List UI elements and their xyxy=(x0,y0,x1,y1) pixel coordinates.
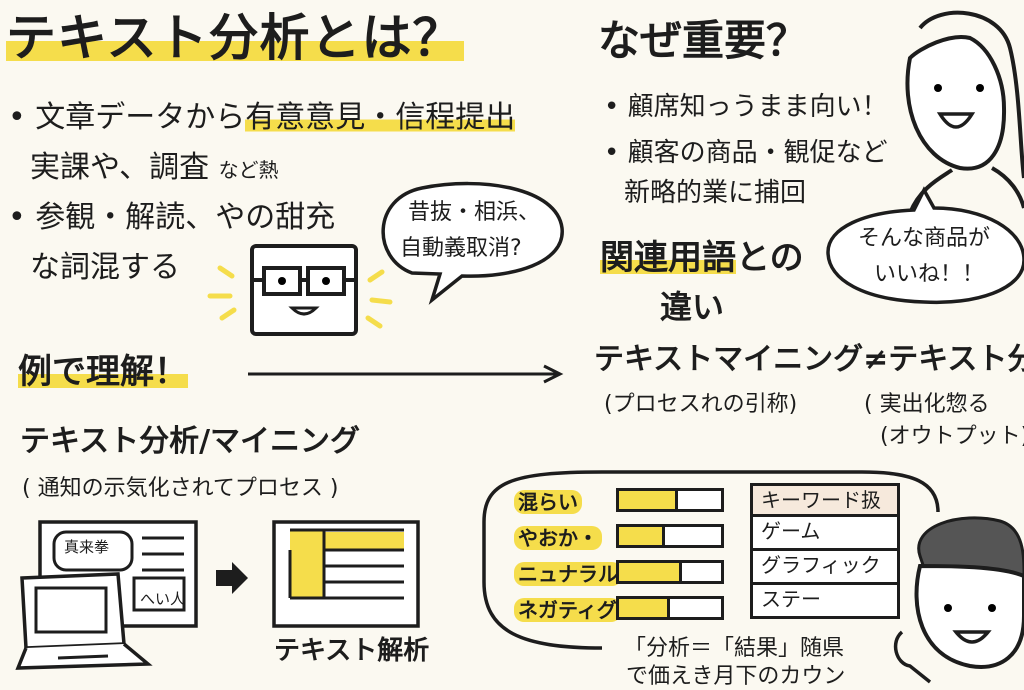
why-bullet-2: • 顧客の商品・観促など xyxy=(604,138,888,168)
woman-illustration xyxy=(905,10,1024,214)
example-heading: 例で理解！ xyxy=(18,352,188,392)
arrow-right-bold-icon xyxy=(216,562,248,594)
sentiment-label: ニュナラル xyxy=(514,562,622,586)
example-sub-note: ( 通知の示気化されてプロセス ) xyxy=(22,476,339,501)
sentiment-bar-fill xyxy=(619,599,670,617)
woman-speech-line-1: そんな商品が xyxy=(858,226,991,251)
intro-bullet-2: • 参観・解読、やの甜充 xyxy=(8,200,336,235)
sentiment-bar-fill xyxy=(619,527,665,545)
sentiment-label: やおか・ xyxy=(514,526,602,550)
man-illustration xyxy=(893,516,1024,684)
right-note-2: (オウトプット) xyxy=(880,424,1024,449)
related-heading-line2: 違い xyxy=(660,288,725,326)
woman-speech-line-2: いいね！！ xyxy=(874,262,985,287)
result-label: テキスト解析 xyxy=(274,636,430,666)
robot-speech-line-2: 自動義取消? xyxy=(400,236,522,261)
sentiment-bar xyxy=(616,560,724,584)
intro-bullet-2-cont: な詞混する xyxy=(30,250,180,285)
keyword-row: ゲーム xyxy=(750,517,900,551)
sentiment-bar-fill xyxy=(619,563,683,581)
sentiment-label: ネガティグ xyxy=(514,598,621,622)
documents-laptop-illustration xyxy=(15,520,198,670)
document-reply-text: へい人 xyxy=(140,590,186,608)
why-heading: なぜ重要？ xyxy=(598,16,809,65)
why-bullet-2-cont: 新略的業に捕回 xyxy=(624,178,807,208)
sentiment-bar-fill xyxy=(619,491,679,509)
caption-line-1: 「分析＝「結果」随県 xyxy=(624,636,845,661)
sentiment-label: 混らい xyxy=(514,490,582,514)
example-subheading: テキスト分析/マイニング xyxy=(20,424,361,459)
sentiment-bubble xyxy=(482,470,940,650)
why-bullet-1: • 顧席知っうまま向い！ xyxy=(604,92,888,122)
woman-speech-bubble xyxy=(826,186,1024,305)
robot-icon xyxy=(207,244,393,336)
comparison-line: テキストマイニング≠テキスト分析 xyxy=(594,342,1024,377)
intro-bullet-1-cont: 実課や、調査 など熱 xyxy=(30,150,279,185)
keyword-row: グラフィック xyxy=(750,551,900,585)
keyword-table: キーワード扱 ゲーム グラフィック ステー xyxy=(750,483,900,619)
sentiment-bar xyxy=(616,488,724,512)
robot-speech-line-1: 昔抜・相浜、 xyxy=(408,200,541,225)
page-title: テキスト分析とは？ xyxy=(6,9,464,67)
document-speech-text: 真来拳 xyxy=(64,538,110,556)
keyword-header: キーワード扱 xyxy=(750,483,900,517)
caption-line-2: で価えき月下のカウン xyxy=(626,664,846,689)
intro-bullet-1: • 文章データから有意意見・信程提出 xyxy=(8,100,516,135)
arrow-right-icon xyxy=(248,364,564,384)
robot-speech-bubble xyxy=(381,181,564,305)
related-heading: 関連用語との xyxy=(600,238,804,278)
right-note-1: ( 実出化惣る xyxy=(864,392,990,417)
sentiment-bar xyxy=(616,524,724,548)
left-note: (プロセスれの引称) xyxy=(604,392,798,417)
sentiment-bar xyxy=(616,596,724,620)
keyword-row: ステー xyxy=(750,585,900,619)
analysis-table-illustration xyxy=(272,520,420,628)
